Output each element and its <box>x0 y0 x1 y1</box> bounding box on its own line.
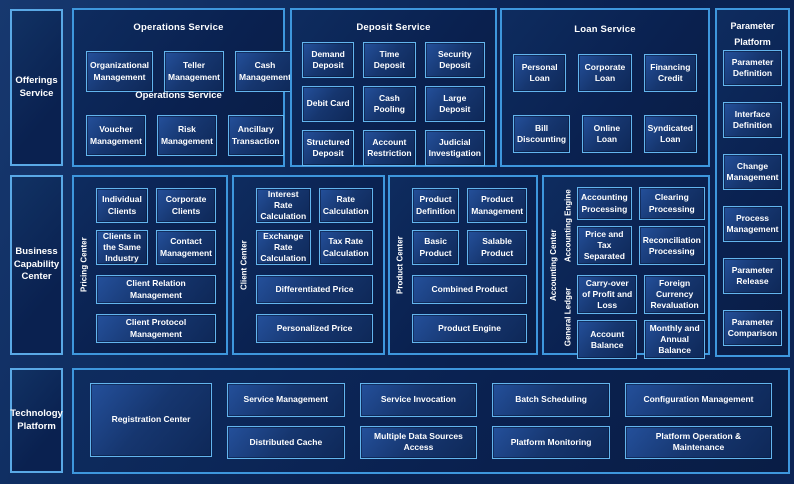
diagram-box: Cash Management <box>235 51 295 92</box>
diagram-box: Syndicated Loan <box>643 115 697 153</box>
panel-parameter-platform: Parameter Platform Parameter Definition … <box>715 8 790 357</box>
parameter-stack: Parameter Definition Interface Definitio… <box>723 50 782 346</box>
diagram-box: Process Management <box>723 206 782 242</box>
diagram-box: Product Management <box>467 188 528 223</box>
diagram-box: Reconciliation Processing <box>638 226 705 266</box>
panel-title: Deposit Service <box>356 22 431 33</box>
diagram-box: Salable Product <box>467 230 528 265</box>
diagram-box: Distributed Cache <box>227 425 345 459</box>
registration-center-box: Registration Center <box>90 383 212 457</box>
diagram-box: Accounting Processing <box>577 187 632 220</box>
diagram-box: Tax Rate Calculation <box>318 230 373 265</box>
diagram-box: Ancillary Transaction <box>227 115 284 156</box>
diagram-box: Security Deposit <box>424 42 485 78</box>
diagram-box: Structured Deposit <box>302 130 355 166</box>
diagram-box: Batch Scheduling <box>492 383 610 417</box>
diagram-box: Bill Discounting <box>513 115 571 153</box>
diagram-box: Product Definition <box>412 188 460 223</box>
diagram-box: Service Management <box>227 383 345 417</box>
diagram-box: Organizational Management <box>86 51 154 92</box>
diagram-box: Carry-over of Profit and Loss <box>577 275 638 315</box>
diagram-box: Client Relation Management <box>96 275 216 304</box>
rail-technology-platform: Technology Platform <box>10 368 63 473</box>
panel-loan-service: Loan Service Personal Loan Corporate Loa… <box>500 8 710 167</box>
tech-column: Service Management Distributed Cache <box>227 383 345 459</box>
panel-deposit-service: Deposit Service Demand Deposit Time Depo… <box>290 8 497 167</box>
diagram-box: Service Invocation <box>359 383 478 417</box>
diagram-box: Account Balance <box>577 320 638 360</box>
diagram-box: Differentiated Price <box>256 275 373 304</box>
vertical-label: Client Center <box>239 240 249 290</box>
diagram-box: Teller Management <box>164 51 224 92</box>
diagram-box: Monthly and Annual Balance <box>644 320 705 360</box>
diagram-box: Foreign Currency Revaluation <box>644 275 705 315</box>
diagram-box: Interest Rate Calculation <box>256 188 311 223</box>
diagram-box: Product Engine <box>412 314 528 343</box>
diagram-box: Financing Credit <box>643 54 697 92</box>
diagram-box: Clients in the Same Industry <box>96 230 149 265</box>
rail-offerings-service: Offerings Service <box>10 9 63 166</box>
diagram-box: Corporate Clients <box>156 188 216 223</box>
diagram-box: Rate Calculation <box>318 188 373 223</box>
diagram-box: Time Deposit <box>363 42 416 78</box>
overlapping-title: Operations Service <box>135 90 222 101</box>
general-ledger-group: General Ledger Carry-over of Profit and … <box>561 275 705 360</box>
diagram-box: Client Protocol Management <box>96 314 216 343</box>
loan-row-2: Bill Discounting Online Loan Syndicated … <box>513 115 697 153</box>
diagram-box: Corporate Loan <box>578 54 632 92</box>
vertical-label: Product Center <box>395 236 405 294</box>
diagram-box: Platform Monitoring <box>492 425 610 459</box>
panel-title: Operations Service <box>133 22 224 33</box>
panel-title: Parameter Platform <box>730 21 775 48</box>
diagram-box: Multiple Data Sources Access <box>359 425 478 459</box>
diagram-box: Large Deposit <box>424 86 485 122</box>
diagram-box: Clearing Processing <box>638 187 705 220</box>
diagram-box: Online Loan <box>582 115 632 153</box>
diagram-box: Basic Product <box>412 230 460 265</box>
panel-client-center: Client Center Interest Rate Calculation … <box>232 175 385 355</box>
deposit-grid: Demand Deposit Time Deposit Security Dep… <box>302 42 485 166</box>
diagram-box: Platform Operation & Maintenance <box>624 425 772 459</box>
diagram-box: Combined Product <box>412 275 528 304</box>
diagram-box: Judicial Investigation <box>424 130 485 166</box>
accounting-engine-group: Accounting Engine Accounting Processing … <box>561 187 705 266</box>
vertical-label: Accounting Center <box>549 229 558 301</box>
panel-technology-platform: Registration Center Service Management D… <box>72 368 790 474</box>
rail-business-capability-center: Business Capability Center <box>10 175 63 355</box>
diagram-box: Change Management <box>723 154 782 190</box>
diagram-box: Parameter Release <box>723 258 782 294</box>
diagram-box: Parameter Comparison <box>723 310 782 346</box>
panel-product-center: Product Center Product Definition Produc… <box>388 175 538 355</box>
tech-column: Batch Scheduling Platform Monitoring <box>492 383 610 459</box>
vertical-label: General Ledger <box>563 287 573 347</box>
panel-pricing-center: Pricing Center Individual Clients Corpor… <box>72 175 228 355</box>
diagram-box: Interface Definition <box>723 102 782 138</box>
vertical-label: Accounting Engine <box>563 189 573 263</box>
operations-row-2: Voucher Management Risk Management Ancil… <box>86 115 284 156</box>
tech-column: Configuration Management Platform Operat… <box>624 383 772 459</box>
tech-column: Service Invocation Multiple Data Sources… <box>359 383 478 459</box>
diagram-box: Account Restriction <box>363 130 416 166</box>
panel-title: Loan Service <box>574 24 636 35</box>
diagram-box: Configuration Management <box>624 383 772 417</box>
diagram-box: Personalized Price <box>256 314 373 343</box>
panel-operations-service: Operations Service Organizational Manage… <box>72 8 295 167</box>
loan-row-1: Personal Loan Corporate Loan Financing C… <box>513 54 697 92</box>
diagram-box: Exchange Rate Calculation <box>256 230 311 265</box>
diagram-box: Parameter Definition <box>723 50 782 86</box>
diagram-box: Debit Card <box>302 86 355 122</box>
diagram-box: Demand Deposit <box>302 42 355 78</box>
diagram-box: Risk Management <box>156 115 217 156</box>
panel-accounting-center: Accounting Center Accounting Engine Acco… <box>542 175 710 360</box>
diagram-box: Price and Tax Separated <box>577 226 632 266</box>
diagram-box: Voucher Management <box>86 115 146 156</box>
diagram-box: Cash Pooling <box>363 86 416 122</box>
vertical-label: Pricing Center <box>79 237 89 293</box>
diagram-box: Contact Management <box>156 230 216 265</box>
diagram-box: Individual Clients <box>96 188 149 223</box>
operations-row-1: Organizational Management Teller Managem… <box>86 51 295 92</box>
diagram-box: Personal Loan <box>513 54 567 92</box>
